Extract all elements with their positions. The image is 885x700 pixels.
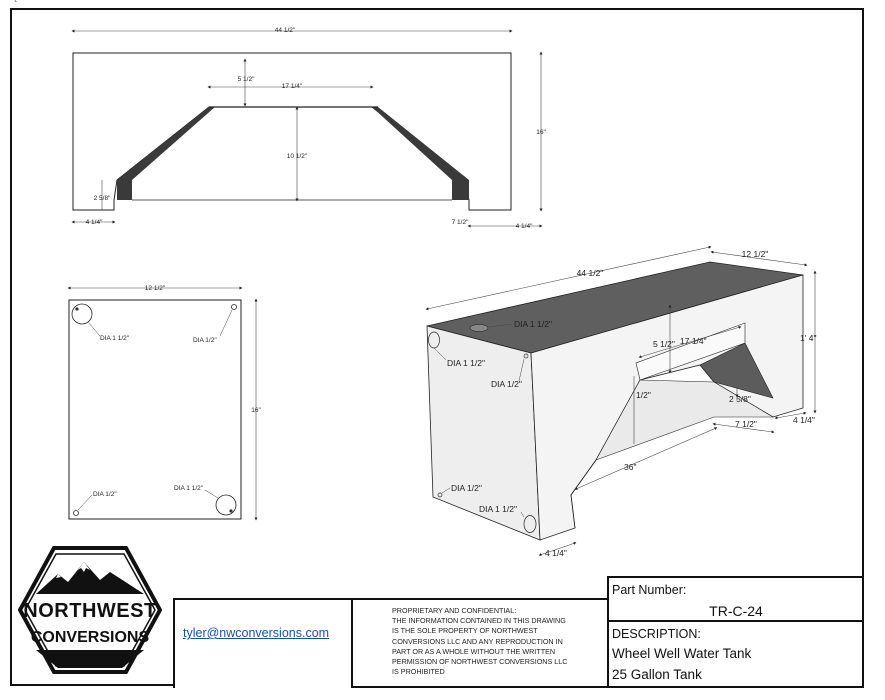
- proprietary-line: THE INFORMATION CONTAINED IN THIS DRAWIN…: [392, 616, 566, 626]
- iso-dim-left-foot: 4 1/4": [545, 548, 567, 558]
- front-view: 44 1/2" 17 1/4" 5 1/2" 10 1/2" 16" 2 5/8…: [71, 27, 546, 230]
- front-dim-top-gap: 5 1/2": [238, 76, 255, 83]
- plan-label-top-left: DIA 1 1/2": [100, 335, 130, 342]
- plan-view-outline: [68, 299, 242, 520]
- plan-label-bottom-left: DIA 1/2": [93, 491, 117, 498]
- proprietary-line: IS PROHIBITED: [392, 667, 445, 677]
- plan-hole-top-right: [231, 304, 237, 310]
- iso-dim-cut-height: 1/2": [636, 390, 651, 400]
- front-dim-center-height: 10 1/2": [287, 153, 308, 160]
- plan-hole-bottom-left: [73, 510, 79, 516]
- corner-mark: `: [14, 0, 18, 11]
- iso-dim-step-run: 7 1/2": [735, 419, 757, 429]
- iso-dim-right-foot: 4 1/4": [793, 415, 815, 425]
- proprietary-line: PERMISSION OF NORTHWEST CONVERSIONS LLC: [392, 657, 568, 667]
- iso-dim-height: 1' 4": [800, 333, 816, 343]
- front-view-outline: [72, 52, 512, 211]
- iso-hole-front-top-right: [523, 353, 529, 359]
- iso-label-bottom-right: DIA 1 1/2": [479, 504, 517, 514]
- part-number-label: Part Number:: [612, 583, 687, 597]
- proprietary-line: CONVERSIONS LLC AND ANY REPRODUCTION IN: [392, 636, 563, 646]
- plan-view: 12 1/2" 16" DIA 1 1/2" DIA 1/2" DIA 1/2"…: [67, 285, 261, 521]
- front-dim-width: 44 1/2": [275, 27, 296, 34]
- iso-label-front-top-right: DIA 1/2": [491, 379, 522, 389]
- proprietary-cell: [351, 598, 609, 688]
- front-dim-left-foot: 4 1/4": [86, 219, 103, 226]
- logo-line-2: CONVERSIONS: [31, 629, 150, 646]
- proprietary-line: IS THE SOLE PROPERTY OF NORTHWEST: [392, 626, 538, 636]
- front-dim-right-step: 7 1/2": [452, 219, 469, 226]
- front-view-right-shade: [372, 107, 469, 200]
- description-label: DESCRIPTION:: [612, 627, 701, 641]
- plan-hole-bottom-right: [215, 494, 237, 516]
- iso-dim-bottom-run: 36": [624, 462, 636, 472]
- proprietary-line: PART OR AS A WHOLE WITHOUT THE WRITTEN: [392, 646, 556, 656]
- mountain-icon: [36, 562, 144, 594]
- iso-label-bottom-left: DIA 1/2": [451, 483, 482, 493]
- proprietary-notice: PROPRIETARY AND CONFIDENTIAL: THE INFORM…: [392, 606, 592, 677]
- description-cell: [607, 620, 864, 688]
- contact-cell: [173, 598, 353, 688]
- iso-hole-bottom-left: [437, 492, 443, 498]
- description-line-2: 25 Gallon Tank: [612, 667, 702, 682]
- front-view-left-shade: [117, 107, 215, 200]
- iso-view: 44 1/2" 12 1/2" 1' 4" DIA 1 1/2" DIA 1 1…: [425, 245, 817, 558]
- iso-dim-cut-flat: 17 1/4": [680, 336, 707, 346]
- iso-top-hole: [469, 324, 489, 332]
- plan-hole-top-left: [71, 303, 93, 325]
- proprietary-line: PROPRIETARY AND CONFIDENTIAL:: [392, 606, 517, 615]
- iso-hole-bottom-right: [523, 515, 537, 533]
- northwest-conversions-logo: NORTHWEST CONVERSIONS: [18, 546, 162, 674]
- contact-email-link[interactable]: tyler@nwconversions.com: [183, 626, 330, 640]
- iso-dim-length: 44 1/2": [577, 268, 604, 278]
- plan-dim-width: 12 1/2": [145, 285, 166, 292]
- iso-dim-depth: 12 1/2": [742, 249, 769, 259]
- front-dim-left-step: 2 5/8": [94, 195, 111, 202]
- iso-label-top-hole: DIA 1 1/2": [514, 319, 552, 329]
- plan-dim-height: 16": [251, 407, 261, 414]
- plan-label-top-right: DIA 1/2": [193, 337, 217, 344]
- front-dim-height: 16": [536, 129, 546, 136]
- iso-label-front-top-left: DIA 1 1/2": [447, 358, 485, 368]
- description-line-1: Wheel Well Water Tank: [612, 646, 752, 661]
- logo-line-1: NORTHWEST: [23, 600, 156, 622]
- front-dim-right-foot: 4 1/4": [516, 223, 533, 230]
- part-number-value: TR-C-24: [709, 603, 763, 619]
- front-dim-top-flat: 17 1/4": [282, 83, 303, 90]
- iso-dim-step: 2 5/8": [729, 394, 751, 404]
- plan-label-bottom-right: DIA 1 1/2": [174, 485, 204, 492]
